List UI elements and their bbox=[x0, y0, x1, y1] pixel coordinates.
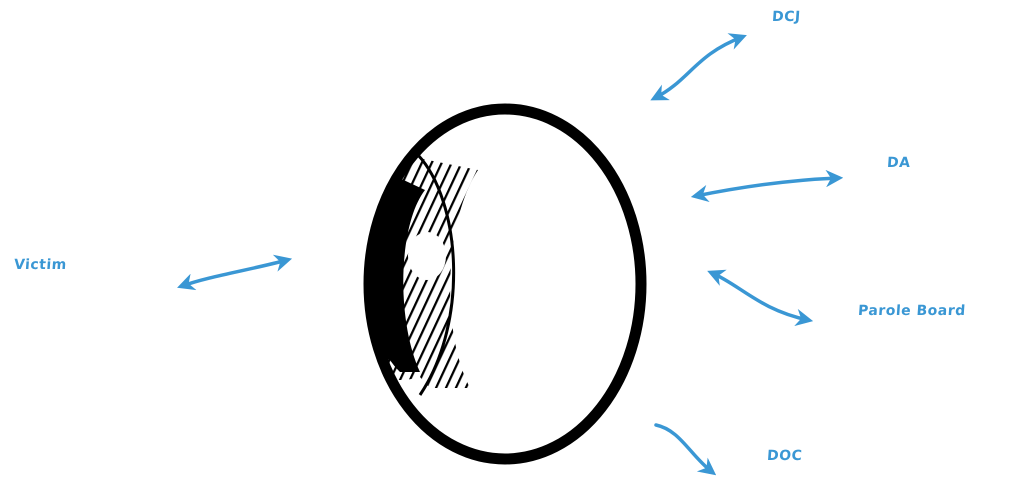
arrow-doc bbox=[656, 425, 712, 472]
arrow-victim bbox=[182, 260, 287, 286]
eyeball-icon bbox=[314, 84, 700, 484]
eye-highlight bbox=[408, 232, 446, 280]
arrow-da bbox=[696, 178, 838, 196]
node-label-parole-board: Parole Board bbox=[857, 303, 966, 319]
arrow-parole-board bbox=[712, 273, 808, 320]
node-label-dcj: DCJ bbox=[771, 9, 801, 25]
arrow-dcj bbox=[655, 37, 742, 98]
node-label-doc: DOC bbox=[766, 448, 802, 464]
node-label-da: DA bbox=[886, 155, 911, 171]
node-label-victim: Victim bbox=[13, 257, 67, 273]
